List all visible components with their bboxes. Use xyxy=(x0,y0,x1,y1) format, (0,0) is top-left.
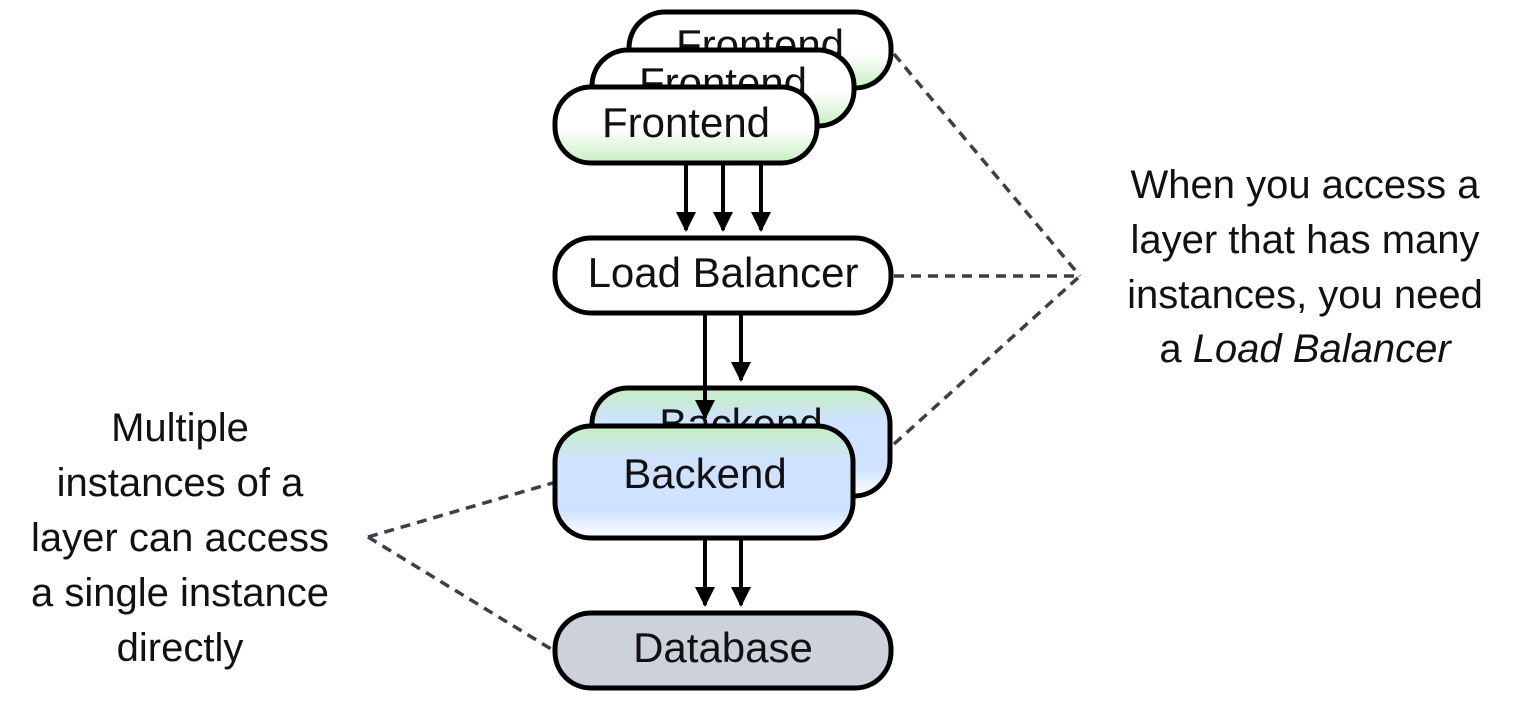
frontend-to-loadbalancer-arrows xyxy=(676,165,771,232)
load-balancer-note: When you access a layer that has many in… xyxy=(1127,163,1483,371)
annotation-connectors xyxy=(367,52,1082,654)
database-label: Database xyxy=(633,624,813,671)
direct-access-note: Multiple instances of a layer can access… xyxy=(31,406,329,670)
load-balancer-node: Load Balancer xyxy=(552,235,894,316)
right-note-line-2: layer that has many xyxy=(1130,218,1479,262)
right-note-emphasis: Load Balancer xyxy=(1193,327,1453,371)
connector-frontend-note xyxy=(892,52,1082,278)
left-note-line-4: a single instance xyxy=(31,571,329,615)
backend-to-database-arrows xyxy=(695,540,751,607)
right-note-line-3: instances, you need xyxy=(1127,273,1483,317)
left-note-line-2: instances of a xyxy=(57,461,305,505)
database-node: Database xyxy=(552,610,894,691)
frontend-label-1: Frontend xyxy=(602,99,770,146)
left-note-line-5: directly xyxy=(117,626,244,670)
backend-label-1: Backend xyxy=(623,450,786,497)
backend-instance-1: Backend xyxy=(552,423,856,541)
left-note-line-1: Multiple xyxy=(111,406,249,450)
left-note-line-3: layer can access xyxy=(31,516,329,560)
connector-backend-note xyxy=(892,274,1082,446)
loadbalancer-to-backend-arrows xyxy=(695,315,751,420)
connector-left-note-backend xyxy=(367,480,557,539)
right-note-line-4: a Load Balancer xyxy=(1159,327,1452,371)
connector-left-note-database xyxy=(367,535,557,654)
right-note-prefix: a xyxy=(1159,327,1192,371)
frontend-instance-1: Frontend xyxy=(552,84,820,166)
load-balancer-label: Load Balancer xyxy=(588,249,859,296)
right-note-line-1: When you access a xyxy=(1130,163,1480,207)
